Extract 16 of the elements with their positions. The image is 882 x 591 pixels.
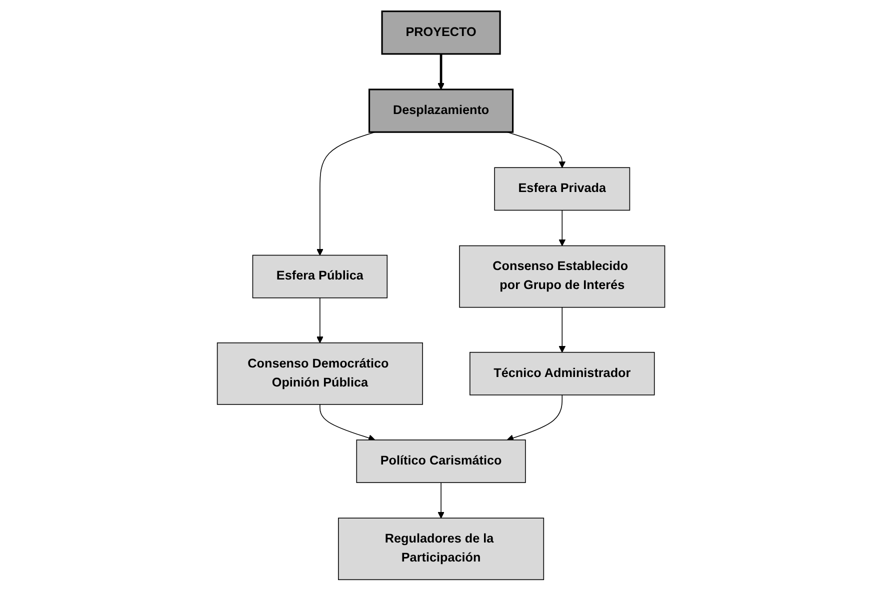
arrow <box>438 54 444 90</box>
node-box: Consenso Establecido por Grupo de Interés <box>459 245 666 308</box>
arrow <box>558 306 566 353</box>
node-box: Esfera Pública <box>252 254 388 298</box>
node-box: Reguladores de la Participación <box>338 518 544 580</box>
arrow <box>316 297 324 344</box>
arrow <box>320 404 376 442</box>
node-box: Consenso Democrático Opinión Pública <box>216 342 423 405</box>
arrow <box>558 210 566 246</box>
node-box: Desplazamiento <box>368 88 514 133</box>
arrow <box>506 394 562 442</box>
node-box: Político Carismático <box>356 440 526 483</box>
arrow <box>438 482 444 518</box>
node-box: Esfera Privada <box>494 167 630 211</box>
node-box: Técnico Administrador <box>469 352 655 396</box>
node-box: PROYECTO <box>381 10 501 55</box>
